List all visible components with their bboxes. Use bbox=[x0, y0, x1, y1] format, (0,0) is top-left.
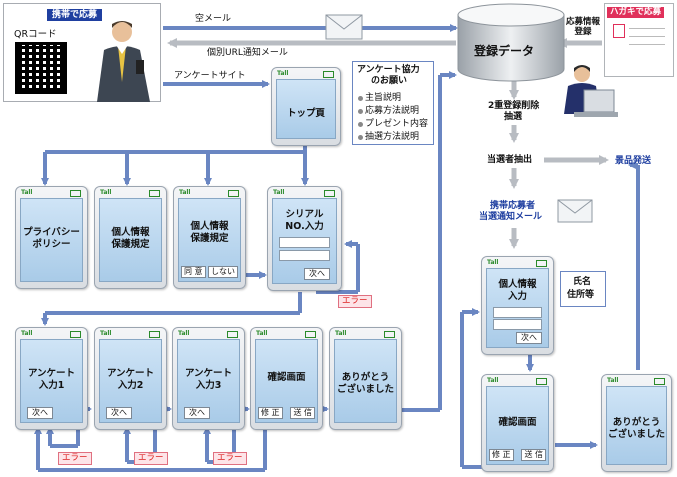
phone-serial-input[interactable]: Tall シリアル NO.入力 次へ bbox=[267, 186, 342, 291]
serial-title-2: NO.入力 bbox=[285, 221, 324, 232]
qr-code-label: QRコード bbox=[14, 29, 57, 40]
phone-personal-info-policy-1[interactable]: Tall 個人情報 保護規定 bbox=[94, 186, 167, 289]
q1-error-badge: エラー bbox=[58, 452, 92, 465]
phone-winner-thank-you[interactable]: Tall ありがとう ございました bbox=[601, 374, 672, 472]
postcard-register-label: 応募情報登録 bbox=[565, 17, 600, 37]
phone-survey-input-2[interactable]: Tall アンケート 入力2 次へ bbox=[94, 327, 167, 430]
thanks-title-2: ございました bbox=[336, 384, 394, 395]
serial-next-button[interactable]: 次へ bbox=[304, 268, 330, 280]
winner-input-title-1: 個人情報 bbox=[498, 279, 537, 290]
disagree-button[interactable]: しない bbox=[208, 266, 238, 278]
prize-send-label: 景品発送 bbox=[615, 156, 652, 166]
phone-personal-info-policy-2[interactable]: Tall 個人情報 保護規定 同 意 しない bbox=[173, 186, 246, 289]
phone-thank-you[interactable]: Tall ありがとう ございました bbox=[329, 327, 402, 430]
agree-button[interactable]: 同 意 bbox=[181, 266, 206, 278]
confirm-title: 確認画面 bbox=[267, 372, 306, 383]
note-item: プレゼント内容 bbox=[365, 119, 429, 129]
q2-next-button[interactable]: 次へ bbox=[106, 407, 132, 419]
survey-request-note: アンケート協力 のお願い 主旨説明 応募方法説明 プレゼント内容 抽選方法説明 bbox=[352, 61, 434, 145]
send-button[interactable]: 送 信 bbox=[290, 407, 315, 419]
q3-title-1: アンケート bbox=[184, 368, 233, 379]
winner-pick-label: 当選者抽出 bbox=[487, 155, 533, 165]
serial-input-field-1[interactable] bbox=[279, 237, 330, 248]
note-address: 住所等 bbox=[567, 290, 595, 300]
winner-confirm-title: 確認画面 bbox=[498, 417, 537, 428]
businessman-with-phone-icon bbox=[97, 21, 150, 102]
q3-next-button[interactable]: 次へ bbox=[184, 407, 210, 419]
survey-site-label: アンケートサイト bbox=[174, 71, 246, 81]
mobile-entry-panel: 携帯で応募 QRコード bbox=[3, 3, 161, 102]
qr-code-icon[interactable] bbox=[15, 42, 67, 94]
q1-next-button[interactable]: 次へ bbox=[27, 407, 53, 419]
phone-top-page[interactable]: Tall トップ頁 bbox=[271, 67, 341, 146]
serial-title-1: シリアル bbox=[285, 209, 324, 220]
note-title-1: アンケート協力 bbox=[357, 65, 420, 75]
envelope-icon bbox=[325, 14, 363, 40]
q3-error-badge: エラー bbox=[213, 452, 247, 465]
q2-title-1: アンケート bbox=[106, 368, 155, 379]
serial-input-field-2[interactable] bbox=[279, 250, 330, 261]
postcard-panel: ハガキで応募 bbox=[604, 3, 674, 77]
dedupe-label: 2重登録削除 bbox=[488, 101, 540, 111]
winner-address-field[interactable] bbox=[493, 319, 542, 330]
fix-button[interactable]: 修 正 bbox=[258, 407, 283, 419]
url-notice-label: 個別URL通知メール bbox=[207, 48, 288, 58]
database-label: 登録データ bbox=[474, 44, 535, 58]
operator-at-pc-icon bbox=[564, 65, 618, 117]
postcard-stamp-icon bbox=[613, 24, 625, 38]
mobile-entry-badge: 携帯で応募 bbox=[47, 9, 103, 21]
note-item: 抽選方法説明 bbox=[365, 132, 420, 142]
database-icon bbox=[457, 3, 565, 82]
empty-mail-label: 空メール bbox=[195, 14, 232, 24]
q1-title-1: アンケート bbox=[27, 368, 76, 379]
lottery-label: 抽選 bbox=[504, 112, 523, 122]
phone-winner-info-input[interactable]: Tall 個人情報 入力 次へ bbox=[481, 256, 554, 355]
q2-error-badge: エラー bbox=[134, 452, 168, 465]
thanks-title-1: ありがとう bbox=[341, 372, 390, 383]
winner-next-button[interactable]: 次へ bbox=[516, 332, 542, 344]
winner-fix-button[interactable]: 修 正 bbox=[489, 449, 514, 461]
postcard-badge: ハガキで応募 bbox=[607, 7, 665, 18]
winner-input-title-2: 入力 bbox=[507, 291, 527, 302]
phone-privacy-policy[interactable]: Tall プライバシー ポリシー bbox=[15, 186, 88, 289]
q2-title-2: 入力2 bbox=[117, 380, 144, 391]
q1-title-2: 入力1 bbox=[38, 380, 65, 391]
q3-title-2: 入力3 bbox=[195, 380, 222, 391]
top-page-title: トップ頁 bbox=[286, 108, 325, 119]
personal1-title-2: 保護規定 bbox=[111, 239, 150, 250]
winner-name-field[interactable] bbox=[493, 307, 542, 318]
personal2-title-2: 保護規定 bbox=[190, 233, 229, 244]
winner-fields-note: 氏名 住所等 bbox=[560, 271, 606, 307]
mobile-winner-label: 携帯応募者 bbox=[490, 201, 536, 211]
privacy-title-1: プライバシー bbox=[23, 227, 80, 238]
personal2-title-1: 個人情報 bbox=[190, 221, 229, 232]
winner-thanks-title-1: ありがとう bbox=[612, 417, 661, 428]
privacy-title-2: ポリシー bbox=[32, 239, 71, 250]
winner-mail-label: 当選通知メール bbox=[479, 212, 543, 222]
note-item: 応募方法説明 bbox=[365, 106, 420, 116]
note-title-2: のお願い bbox=[371, 76, 408, 86]
phone-confirm-screen[interactable]: Tall 確認画面 修 正 送 信 bbox=[250, 327, 323, 430]
winner-envelope-icon bbox=[557, 199, 593, 223]
winner-send-button[interactable]: 送 信 bbox=[521, 449, 546, 461]
phone-survey-input-1[interactable]: Tall アンケート 入力1 次へ bbox=[15, 327, 88, 430]
note-name: 氏名 bbox=[573, 277, 592, 287]
serial-error-badge: エラー bbox=[338, 295, 372, 308]
phone-winner-confirm[interactable]: Tall 確認画面 修 正 送 信 bbox=[481, 374, 554, 472]
personal1-title-1: 個人情報 bbox=[111, 227, 150, 238]
winner-thanks-title-2: ございました bbox=[607, 429, 665, 440]
phone-survey-input-3[interactable]: Tall アンケート 入力3 次へ bbox=[172, 327, 245, 430]
note-item: 主旨説明 bbox=[365, 93, 402, 103]
